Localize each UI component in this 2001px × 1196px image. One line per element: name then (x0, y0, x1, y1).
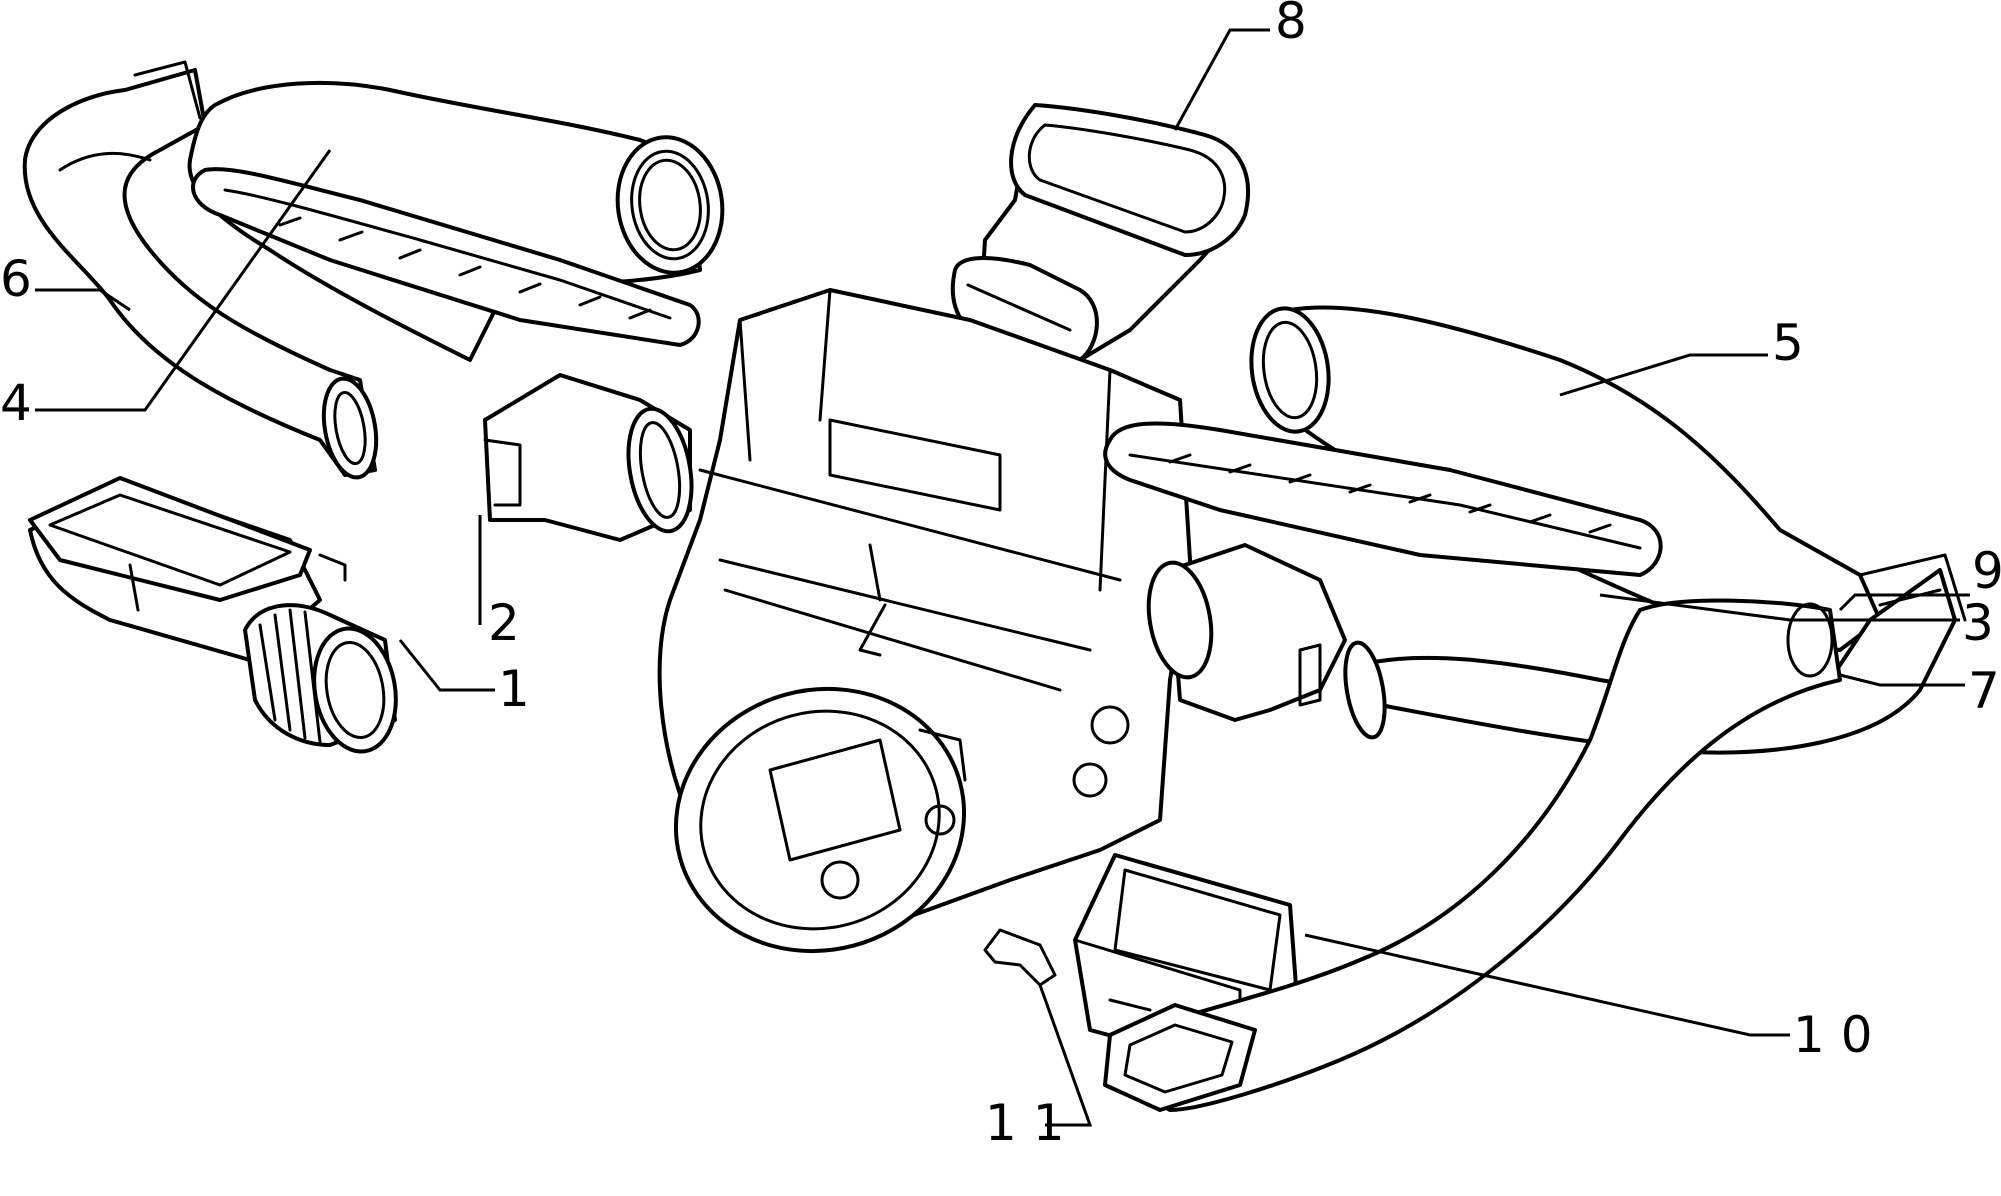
fastening-clip (983, 928, 1057, 987)
left-connector-tube (483, 373, 694, 542)
center-top-vent-duct (950, 103, 1251, 362)
callout-11: 1 1 (985, 1094, 1065, 1152)
rear-floor-duct (1103, 598, 1842, 1112)
callout-1: 1 (498, 660, 530, 718)
right-dashboard-vent-duct (1103, 305, 1882, 652)
right-side-vent-duct (1343, 553, 1967, 755)
callout-5: 5 (1772, 314, 1804, 372)
callout-3: 3 (1962, 594, 1994, 652)
heater-unit-housing (657, 288, 1192, 954)
right-connector-tube (1146, 543, 1347, 722)
left-dashboard-vent-duct (187, 80, 725, 362)
callout-8: 8 (1275, 0, 1307, 50)
callout-labels: 1 2 3 4 5 6 7 8 9 1 0 1 1 (0, 0, 2001, 1152)
leader-lines (35, 28, 1970, 1127)
air-intake-box-with-bellows (28, 476, 398, 754)
callout-10: 1 0 (1793, 1006, 1873, 1064)
callout-2: 2 (488, 594, 520, 652)
callout-4: 4 (0, 374, 32, 432)
left-side-vent-duct (22, 60, 379, 480)
callout-9: 9 (1972, 542, 2001, 600)
callout-6: 6 (0, 250, 32, 308)
callout-7: 7 (1968, 662, 2000, 720)
